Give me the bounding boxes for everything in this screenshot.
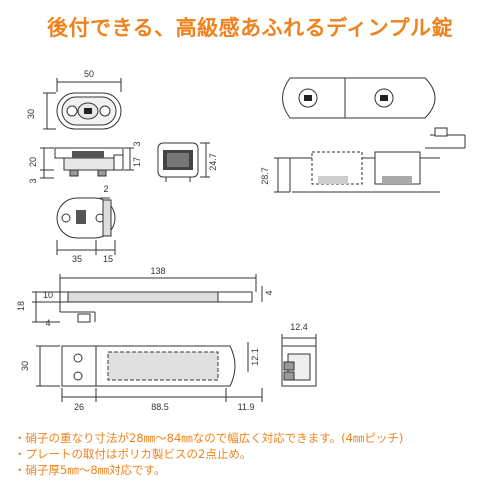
dim-lock-width: 50 [84,69,94,79]
strike-end-view [281,334,317,387]
dim-side-top: 3 [132,141,142,146]
lock-side-view [40,147,134,179]
notes-list: ・硝子の重なり寸法が28㎜～84㎜なので幅広く対応できます。(4㎜ピッチ) ・プ… [14,430,494,478]
dim-side-base: 3 [28,178,38,183]
dim-bottom-right: 15 [103,254,113,264]
dim-side-total: 17 [132,157,142,167]
dim-bottom-width: 35 [72,254,82,264]
strike-plate-front [36,342,263,402]
note-item: ・硝子の重なり寸法が28㎜～84㎜なので幅広く対応できます。(4㎜ピッチ) [14,431,404,445]
strike-top-view [32,274,263,323]
dim-end-width: 12.4 [290,322,308,332]
dim-iso-height: 28.7 [260,167,270,185]
dim-plate-height: 30 [20,361,30,371]
dim-strike-lower: 4 [45,318,50,328]
isometric-assembly [274,77,466,193]
lock-front-view [157,142,210,182]
lock-bottom-view [56,197,116,255]
note-item: ・硝子厚5㎜～8㎜対応です。 [14,463,166,477]
dim-front-height: 24.7 [208,153,218,171]
dim-strike-upper: 10 [43,290,53,300]
dim-plate-right: 11.9 [238,402,255,412]
dim-strike-length: 138 [150,266,165,276]
page-title: 後付できる、高級感あふれるディンプル錠 [47,16,453,40]
dim-strike-height: 18 [16,301,26,311]
dim-lock-height: 30 [26,109,36,119]
lock-top-view [43,78,122,130]
dim-plate-mid: 88.5 [151,402,169,412]
dim-bottom-gap: 2 [103,184,108,194]
dim-plate-rhs: 12.1 [250,348,260,366]
dim-strike-right: 4 [264,290,274,295]
dim-plate-left: 26 [74,402,84,412]
dim-side-depth: 20 [28,157,38,167]
note-item: ・プレートの取付はポリカ製ビスの2点止め。 [14,447,252,461]
